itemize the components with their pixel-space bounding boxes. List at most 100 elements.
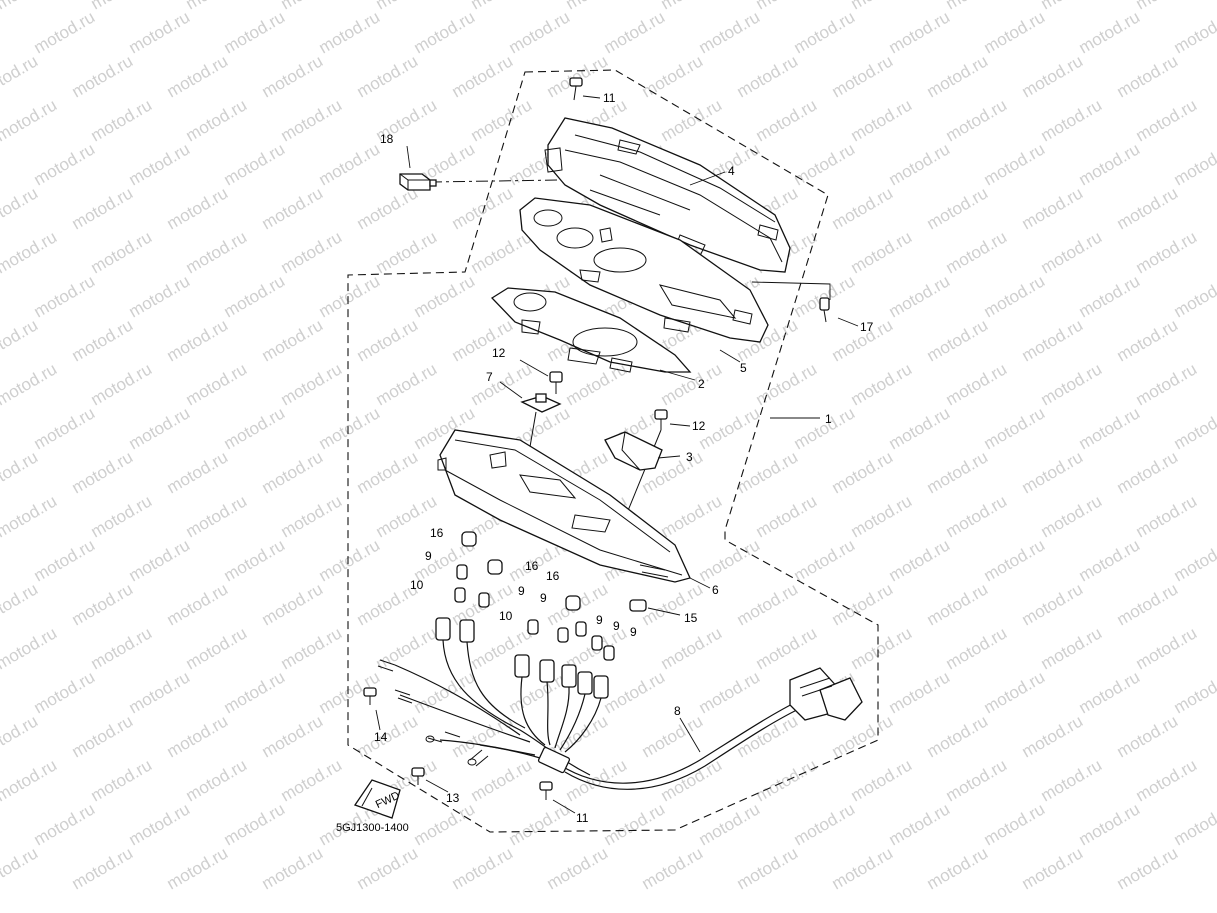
callout-3: 3 xyxy=(686,450,693,464)
watermark-text: motod.ru xyxy=(848,0,916,13)
watermark-text: motod.ru xyxy=(411,271,479,321)
watermark-text: motod.ru xyxy=(69,183,137,233)
watermark-text: motod.ru xyxy=(943,95,1011,145)
watermark-text: motod.ru xyxy=(924,51,992,101)
watermark-text: motod.ru xyxy=(658,623,726,673)
watermark-text: motod.ru xyxy=(468,0,536,13)
watermark-text: motod.ru xyxy=(259,447,327,497)
watermark-text: motod.ru xyxy=(259,843,327,893)
callout-9-c: 9 xyxy=(540,591,547,605)
watermark-text: motod.ru xyxy=(88,359,156,409)
watermark-text: motod.ru xyxy=(1038,227,1106,277)
watermark-text: motod.ru xyxy=(0,227,60,277)
watermark-text: motod.ru xyxy=(563,0,631,13)
callout-2: 2 xyxy=(698,377,705,391)
watermark-text: motod.ru xyxy=(354,843,422,893)
watermark-text: motod.ru xyxy=(221,271,289,321)
watermark-text: motod.ru xyxy=(639,843,707,893)
watermark-text: motod.ru xyxy=(316,271,384,321)
callout-1: 1 xyxy=(825,412,832,426)
watermark-text: motod.ru xyxy=(544,51,612,101)
watermark-text: motod.ru xyxy=(449,315,517,365)
watermark-text: motod.ru xyxy=(31,403,99,453)
screws xyxy=(363,77,830,800)
watermark-text: motod.ru xyxy=(924,579,992,629)
watermark-text: motod.ru xyxy=(981,7,1049,57)
watermark-text: motod.ru xyxy=(658,755,726,805)
watermark-text: motod.ru xyxy=(1038,359,1106,409)
watermark-text: motod.ru xyxy=(848,623,916,673)
watermark-text: motod.ru xyxy=(164,51,232,101)
watermark-text: motod.ru xyxy=(31,535,99,585)
watermark-text: motod.ru xyxy=(354,183,422,233)
watermark-text: motod.ru xyxy=(278,623,346,673)
watermark-text: motod.ru xyxy=(69,315,137,365)
watermark-text: motod.ru xyxy=(1076,799,1144,849)
watermark-text: motod.ru xyxy=(278,491,346,541)
watermark-text: motod.ru xyxy=(1114,51,1182,101)
watermark-text: motod.ru xyxy=(69,447,137,497)
watermark-text: motod.ru xyxy=(1038,0,1106,13)
watermark-text: motod.ru xyxy=(506,7,574,57)
watermark-text: motod.ru xyxy=(734,447,802,497)
callout-11-top: 11 xyxy=(603,91,616,105)
watermark-text: motod.ru xyxy=(354,447,422,497)
watermark-text: motod.ru xyxy=(1019,843,1087,893)
watermark-text: motod.ru xyxy=(1019,183,1087,233)
watermark-text: motod.ru xyxy=(753,95,821,145)
callout-16-a: 16 xyxy=(430,526,444,540)
watermark-text: motod.ru xyxy=(31,799,99,849)
watermark-text: motod.ru xyxy=(943,755,1011,805)
watermark-text: motod.ru xyxy=(316,403,384,453)
watermark-text: motod.ru xyxy=(563,359,631,409)
watermark-text: motod.ru xyxy=(943,0,1011,13)
watermark-text: motod.ru xyxy=(373,227,441,277)
callout-10-b: 10 xyxy=(499,609,513,623)
watermark-text: motod.ru xyxy=(848,95,916,145)
watermark-text: motod.ru xyxy=(164,579,232,629)
callout-10-a: 10 xyxy=(410,578,424,592)
watermark-text: motod.ru xyxy=(848,755,916,805)
callout-16-c: 16 xyxy=(546,569,560,583)
watermark-text: motod.ru xyxy=(924,315,992,365)
watermark-text: motod.ru xyxy=(1133,491,1201,541)
watermark-text: motod.ru xyxy=(753,0,821,13)
watermark-text: motod.ru xyxy=(183,491,251,541)
meter-panel xyxy=(519,197,769,343)
watermark-text: motod.ru xyxy=(886,271,954,321)
bulbs-group xyxy=(435,531,615,699)
watermark-text: motod.ru xyxy=(753,755,821,805)
watermark-text: motod.ru xyxy=(221,7,289,57)
watermark-text: motod.ru xyxy=(183,227,251,277)
meter-case xyxy=(437,429,691,583)
watermark-text: motod.ru xyxy=(829,843,897,893)
watermark-text: motod.ru xyxy=(696,667,764,717)
watermark-text: motod.ru xyxy=(373,0,441,13)
watermark-text: motod.ru xyxy=(886,535,954,585)
watermark-text: motod.ru xyxy=(259,51,327,101)
watermark-text: motod.ru xyxy=(183,0,251,13)
callout-8: 8 xyxy=(674,704,681,718)
watermark-text: motod.ru xyxy=(0,623,60,673)
watermark-text: motod.ru xyxy=(639,711,707,761)
watermark-text: motod.ru xyxy=(221,139,289,189)
watermark-text: motod.ru xyxy=(829,183,897,233)
callout-9-f: 9 xyxy=(630,625,637,639)
watermark-text: motod.ru xyxy=(981,667,1049,717)
watermark-text: motod.ru xyxy=(1019,579,1087,629)
watermark-text: motod.ru xyxy=(278,755,346,805)
watermark-text: motod.ru xyxy=(126,7,194,57)
watermark-text: motod.ru xyxy=(886,139,954,189)
watermark-text: motod.ru xyxy=(753,359,821,409)
watermark-text: motod.ru xyxy=(924,843,992,893)
watermark-text: motod.ru xyxy=(69,843,137,893)
watermark-text: motod.ru xyxy=(0,579,41,629)
watermark-text: motod.ru xyxy=(639,51,707,101)
watermark-text: motod.ru xyxy=(981,139,1049,189)
callout-15: 15 xyxy=(684,611,698,625)
watermark-text: motod.ru xyxy=(164,447,232,497)
watermark-text: motod.ru xyxy=(164,843,232,893)
watermark-text: motod.ru xyxy=(1019,51,1087,101)
watermark-text: motod.ru xyxy=(0,183,41,233)
watermark-text: motod.ru xyxy=(88,623,156,673)
